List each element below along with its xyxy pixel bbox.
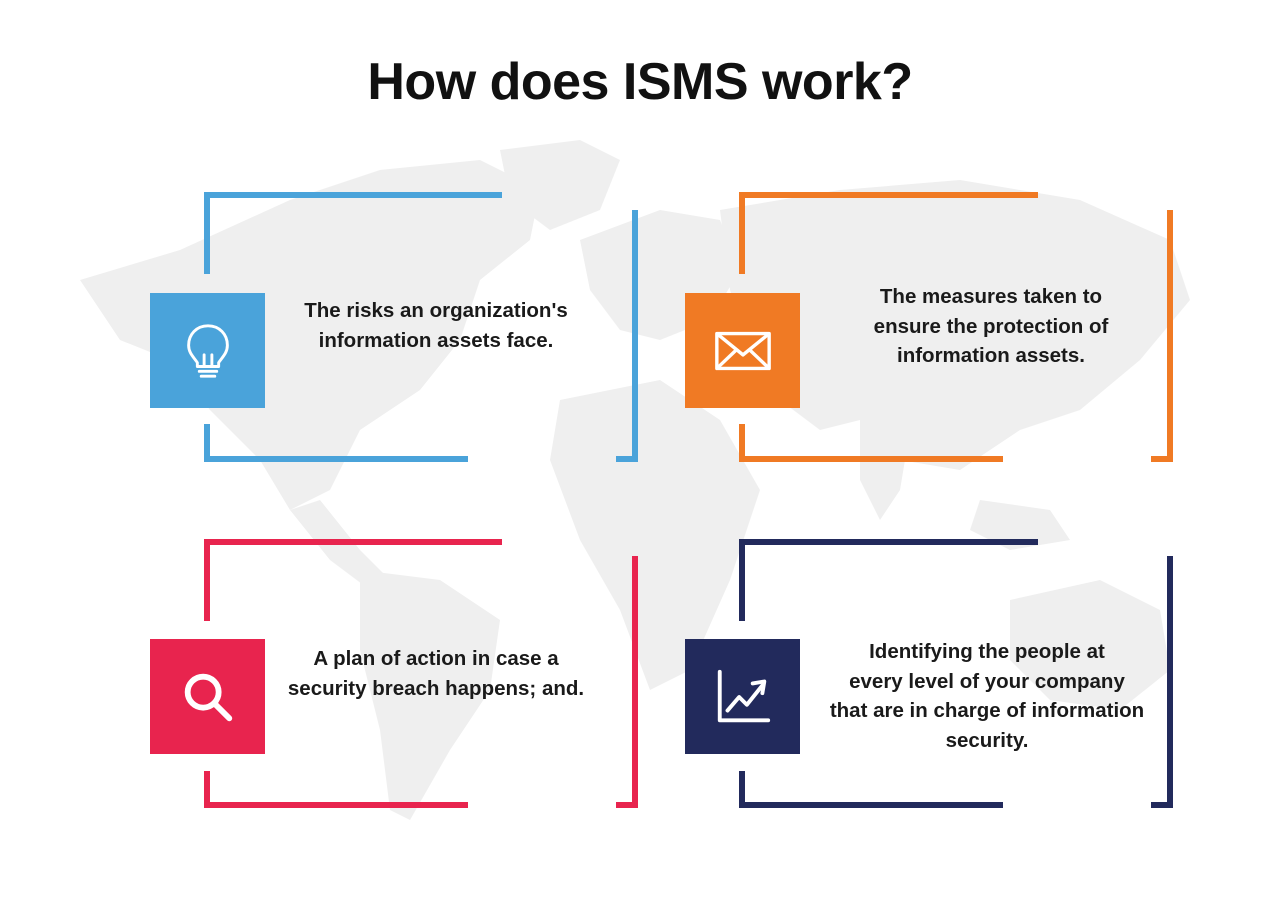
people-line-3: that are in charge of information [829,699,1145,722]
risks-text: The risks an organization's information … [268,296,604,355]
plan-line-2: security breach happens; and. [287,676,585,700]
measures-line-2: ensure the protection of [873,314,1109,338]
envelope-icon [714,331,771,370]
plan-text: A plan of action in case a security brea… [268,644,604,703]
page-title: How does ISMS work? [367,53,913,111]
plan-line-1: A plan of action in case a [313,647,559,670]
people-text: Identifying the people at every level of… [808,637,1166,755]
measures-line-3: information assets. [897,344,1085,367]
people-line-4: security. [945,728,1029,752]
measures-text: The measures taken to ensure the protect… [822,282,1160,371]
risks-line-2: information assets face. [318,328,554,352]
measures-icon-tile [685,293,800,408]
measures-line-1: The measures taken to [879,285,1103,308]
people-line-1: Identifying the people at [869,640,1105,663]
people-icon-tile [685,639,800,754]
magnifier-icon [184,673,232,721]
risks-icon-tile [150,293,265,408]
people-line-2: every level of your company [849,669,1125,693]
lightbulb-icon [186,323,229,378]
trend-chart-icon [717,669,770,722]
risks-line-1: The risks an organization's [304,299,568,322]
plan-icon-tile [150,639,265,754]
